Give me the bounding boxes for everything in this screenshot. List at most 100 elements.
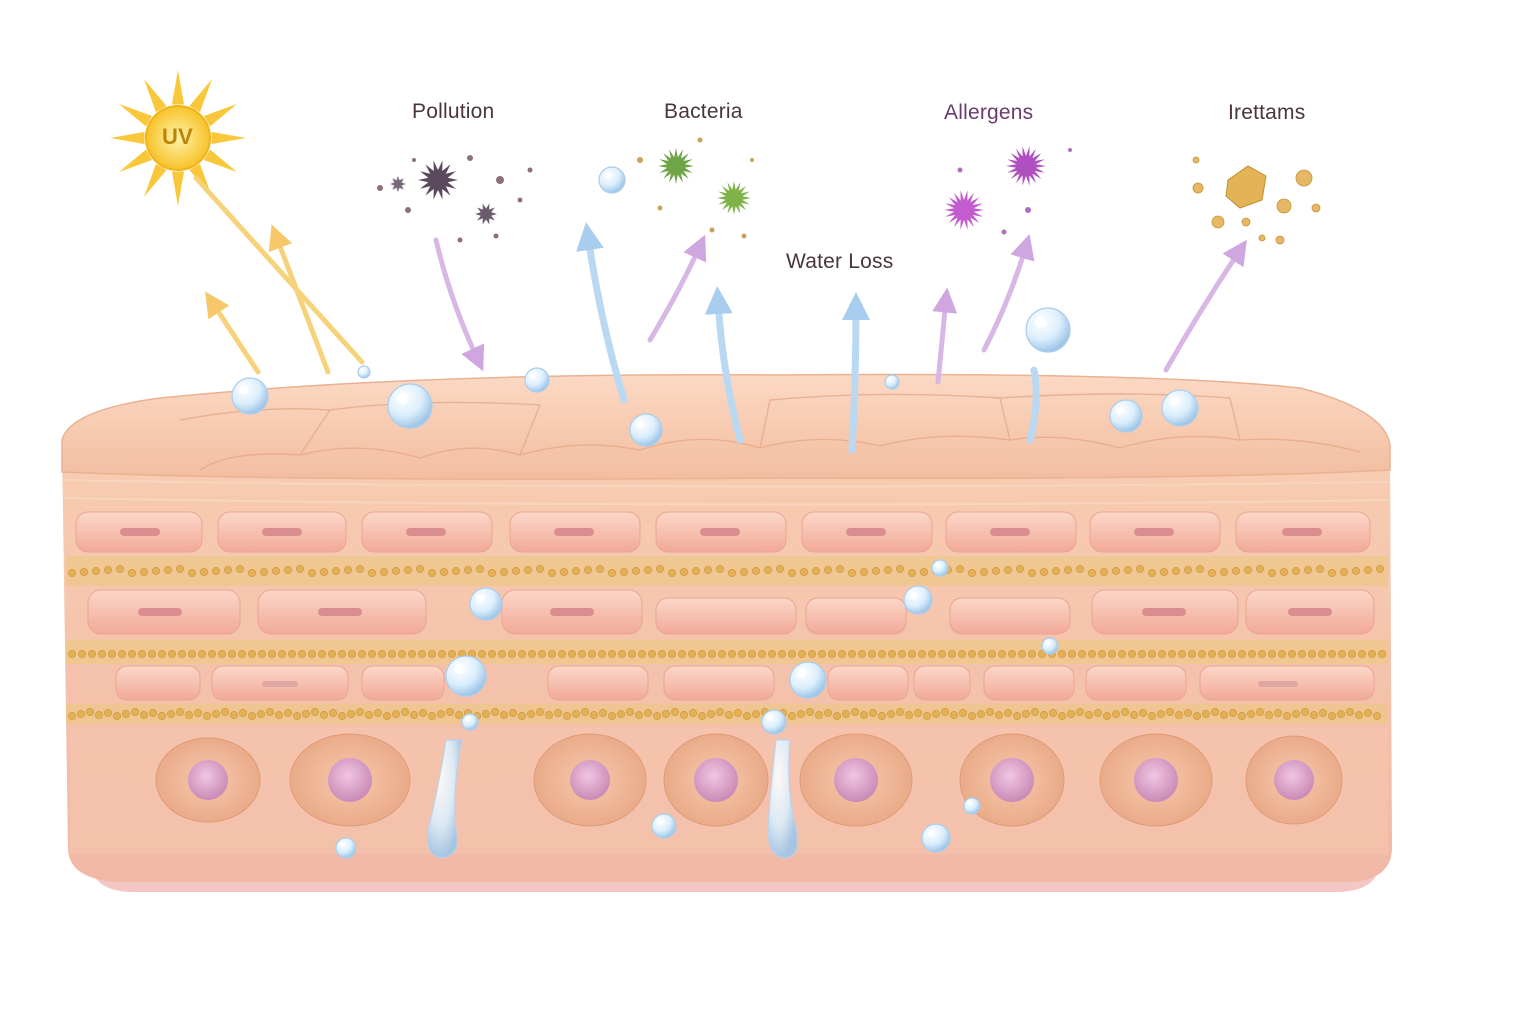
lipid-granule <box>1013 712 1021 720</box>
lipid-granule <box>418 650 426 658</box>
water-droplet <box>598 166 626 194</box>
lipid-granule <box>122 710 130 718</box>
lipid-granule <box>950 711 958 719</box>
lipid-granule <box>428 712 436 720</box>
lipid-granule <box>1301 708 1309 716</box>
sun-ray <box>144 79 167 113</box>
lipid-granule <box>230 711 238 719</box>
lipid-granule <box>1128 650 1136 658</box>
lipid-granule <box>1108 650 1116 658</box>
lipid-granule <box>478 650 486 658</box>
lipid-granule <box>1211 708 1219 716</box>
lipid-granule <box>268 650 276 658</box>
lipid-granule <box>176 565 184 573</box>
lipid-granule <box>734 709 742 717</box>
lipid-granule <box>128 650 136 658</box>
lipid-granule <box>1058 712 1066 720</box>
water-droplet <box>335 837 357 859</box>
lipid-granule <box>168 650 176 658</box>
lipid-granule <box>920 568 928 576</box>
inward-threat-arrows <box>433 234 1247 385</box>
bacterium <box>658 148 694 184</box>
lipid-granule <box>740 568 748 576</box>
water-loss-label: Water Loss <box>786 250 894 273</box>
lipid-granule <box>1076 708 1084 716</box>
sun-ray <box>203 149 237 172</box>
lipid-granule <box>914 709 922 717</box>
lipid-granule <box>618 650 626 658</box>
lipid-granule <box>653 712 661 720</box>
cell-row-3 <box>115 665 1375 701</box>
lipid-granule <box>598 650 606 658</box>
lipid-granule <box>208 650 216 658</box>
lipid-granule <box>1256 708 1264 716</box>
lipid-granule <box>1376 565 1384 573</box>
lipid-granule <box>328 650 336 658</box>
lipid-granule <box>908 650 916 658</box>
lipid-granule <box>869 709 877 717</box>
lipid-granule <box>1256 565 1264 573</box>
lipid-granule <box>158 650 166 658</box>
lipid-granule <box>398 650 406 658</box>
lipid-granule <box>923 712 931 720</box>
lipid-granule <box>500 568 508 576</box>
lipid-granule <box>635 711 643 719</box>
lipid-granule <box>308 650 316 658</box>
lipid-granule <box>332 567 340 575</box>
lipid-granule <box>743 712 751 720</box>
lipid-granule <box>941 708 949 716</box>
lipid-granule <box>428 650 436 658</box>
lipid-granule <box>626 708 634 716</box>
lipid-granule <box>428 569 436 577</box>
cell-row-2 <box>87 589 1375 635</box>
lipid-granule <box>1328 569 1336 577</box>
water-droplet <box>231 377 269 415</box>
lipid-granule <box>725 711 733 719</box>
basal-layer <box>70 728 1388 854</box>
lipid-granule <box>296 565 304 573</box>
lipid-granule <box>588 650 596 658</box>
lipid-granule <box>1220 568 1228 576</box>
lipid-granule <box>1138 650 1146 658</box>
lipid-granule <box>338 650 346 658</box>
irritant-particle <box>1295 169 1313 187</box>
lipid-granule <box>1316 565 1324 573</box>
lipid-granule <box>236 565 244 573</box>
lipid-granule <box>608 650 616 658</box>
water-loss-arrows <box>576 222 1040 454</box>
lipid-granule <box>692 567 700 575</box>
lipid-granule <box>938 650 946 658</box>
lipid-granule <box>149 709 157 717</box>
lipid-granule <box>356 708 364 716</box>
pollution-dust <box>467 155 473 161</box>
lipid-granule <box>815 711 823 719</box>
lipid-granule <box>828 650 836 658</box>
lipid-granule <box>488 650 496 658</box>
lipid-granule <box>1038 650 1046 658</box>
bacteria-label: Bacteria <box>664 100 743 123</box>
water-droplet <box>1109 399 1143 433</box>
lipid-granules <box>68 565 1386 720</box>
lipid-granule <box>218 650 226 658</box>
lipid-granule <box>88 650 96 658</box>
lipid-granule <box>98 650 106 658</box>
basal-nuclei <box>188 758 1314 802</box>
lipid-granule <box>1067 710 1075 718</box>
lipid-granule <box>878 712 886 720</box>
lipid-granule <box>878 650 886 658</box>
lipid-granule <box>320 568 328 576</box>
pollution-dust <box>517 197 523 203</box>
bacteria-spore <box>741 233 747 239</box>
lipid-granule <box>518 650 526 658</box>
lipid-granule <box>1310 711 1318 719</box>
lipid-granule <box>888 650 896 658</box>
lipid-granule <box>998 650 1006 658</box>
irritants-label: Irettams <box>1228 101 1306 124</box>
lipid-granule <box>1040 568 1048 576</box>
water-droplet <box>469 587 503 621</box>
droplet-highlight <box>465 717 470 722</box>
water-droplet <box>1041 637 1059 655</box>
lipid-granule <box>455 711 463 719</box>
water-droplet <box>445 655 487 697</box>
lipid-granule <box>1148 712 1156 720</box>
